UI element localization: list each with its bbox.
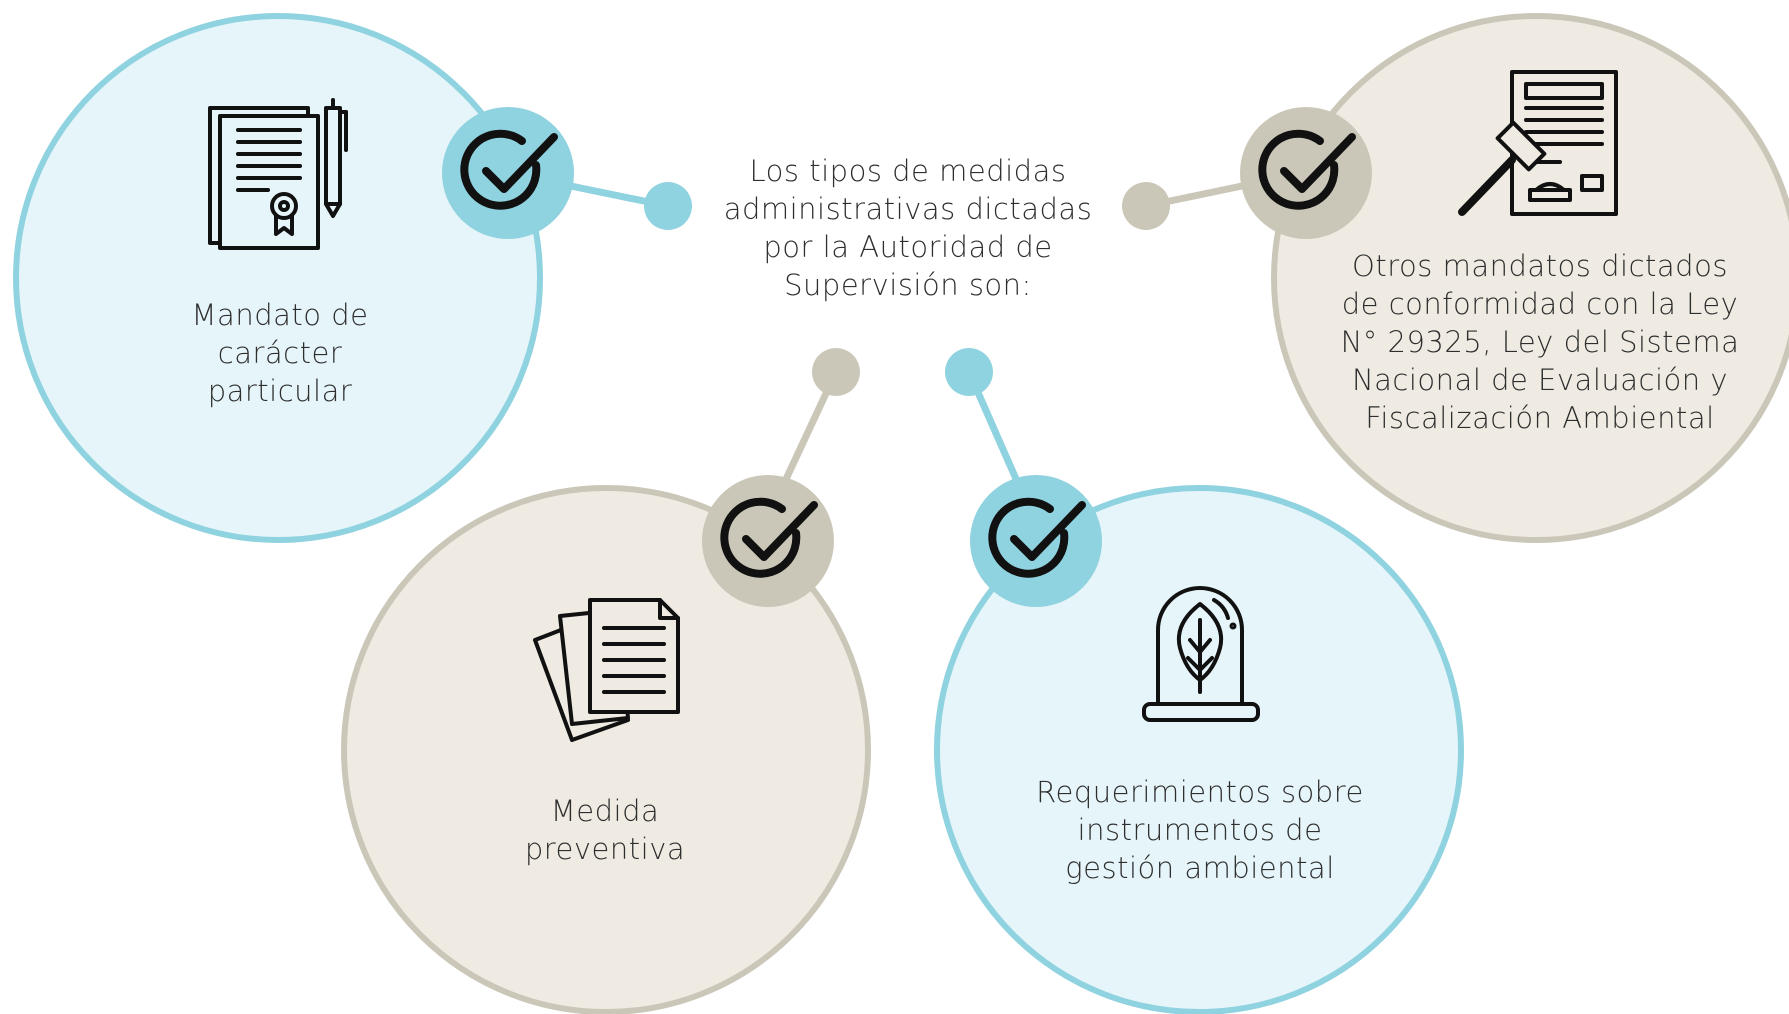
item-label-medida-preventiva: Medida preventiva bbox=[524, 794, 686, 866]
item-label-mandato-particular: Mandato de carácter particular bbox=[191, 298, 369, 408]
diagram-title: Los tipos de medidas administrativas dic… bbox=[723, 154, 1093, 302]
connector-dot-2 bbox=[1122, 182, 1170, 230]
signed-document-pen-icon bbox=[208, 98, 348, 250]
item-circle-4 bbox=[934, 485, 1464, 1014]
check-circle-icon bbox=[442, 107, 574, 239]
gavel-document-icon bbox=[1458, 70, 1618, 216]
check-circle-icon bbox=[970, 475, 1102, 607]
connectors bbox=[507, 169, 1291, 494]
check-circle-icon bbox=[1240, 107, 1372, 239]
item-circle-1 bbox=[13, 13, 543, 543]
item-label-requerimientos: Requerimientos sobre instrumentos de ges… bbox=[1036, 775, 1364, 885]
connector-dot-1 bbox=[644, 182, 692, 230]
item-circle-3 bbox=[341, 485, 871, 1014]
connector-dot-3 bbox=[812, 348, 860, 396]
item-circle-2 bbox=[1271, 13, 1789, 543]
connector-dot-4 bbox=[945, 348, 993, 396]
stacked-documents-icon bbox=[533, 598, 680, 742]
check-circle-icon bbox=[702, 475, 834, 607]
item-label-otros-mandatos: Otros mandatos dictados de conformidad c… bbox=[1340, 249, 1740, 435]
leaf-bell-jar-icon bbox=[1142, 586, 1260, 722]
